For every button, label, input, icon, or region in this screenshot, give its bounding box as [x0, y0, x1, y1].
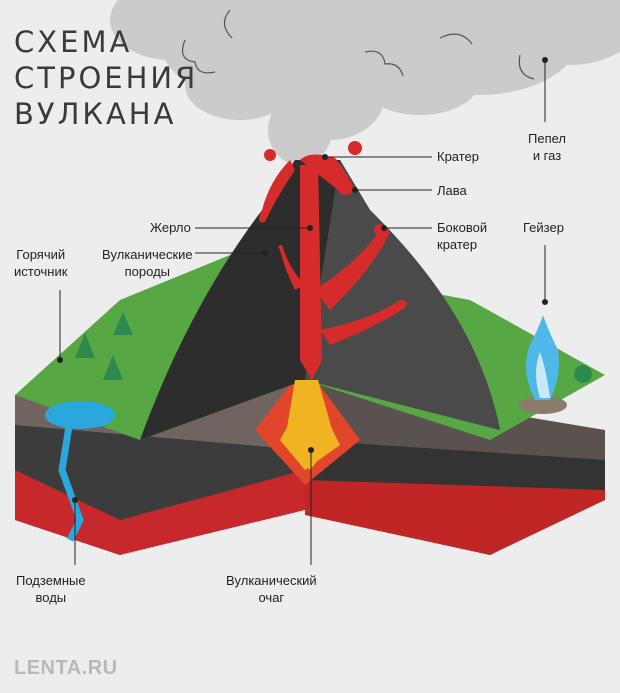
cloud-outline: [182, 9, 535, 80]
label-groundwater: Подземные воды: [16, 573, 86, 605]
label-volcanic-rocks: Вулканические породы: [102, 247, 193, 279]
label-geyser: Гейзер: [523, 220, 564, 235]
title-line-3: ВУЛКАНА: [14, 97, 177, 131]
ground-block: [15, 330, 605, 555]
label-ash-gas: Пепел и газ: [528, 131, 566, 163]
label-lava: Лава: [437, 183, 467, 198]
label-side-crater: Боковой кратер: [437, 220, 488, 252]
magma-chamber: [285, 380, 335, 470]
footer: [0, 643, 620, 693]
title-line-1: СХЕМА: [14, 25, 133, 59]
label-vent: Жерло: [150, 220, 191, 235]
label-crater: Кратер: [437, 149, 480, 164]
trees: [75, 312, 592, 383]
geyser: [519, 315, 567, 414]
ash-cloud: [110, 0, 620, 165]
label-hot-spring: Горячий источник: [14, 247, 68, 279]
label-magma-chamber: Вулканический очаг: [226, 573, 317, 605]
title-line-2: СТРОЕНИЯ: [14, 61, 199, 95]
diagram-title: СХЕМА СТРОЕНИЯ ВУЛКАНА: [14, 24, 198, 132]
leader-lines: [59, 60, 546, 565]
lenta-logo: LENTA.RU: [14, 657, 118, 679]
lava: [259, 141, 407, 380]
leader-dots: [57, 57, 548, 503]
